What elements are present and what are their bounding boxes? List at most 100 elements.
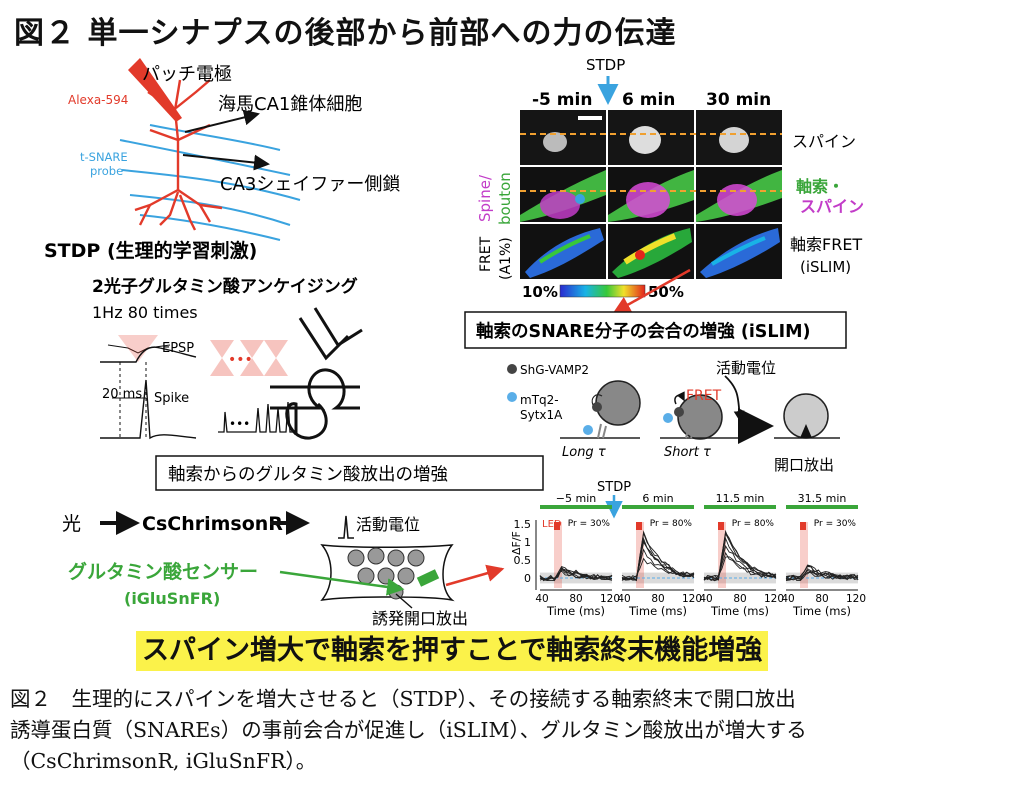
x-tick-label: 120 [682,593,702,605]
caption-line-2: 誘導蛋白質（SNAREs）の事前会合が促進し（iSLIM）、グルタミン酸放出が増… [10,718,807,742]
glutamate-box [155,455,544,491]
ap-trace [338,515,354,539]
panel-pr-label: Pr = 30% [814,519,857,529]
x-tick-label: 120 [764,593,784,605]
release-to-traces-arrow [445,564,505,587]
time-label-1: -5 min [532,90,592,110]
y-tick-label: 1 [524,536,531,549]
uncaging-label: 2光子グルタミン酸アンケイジング [92,276,358,297]
ca3-label: CA3シェイファー側鎖 [220,174,400,195]
y-tick-label: 1.5 [514,518,532,531]
led-marker [718,522,724,530]
axon-fret-label: 軸索FRET [790,235,862,254]
ca3-arrow [182,154,270,171]
spine-row-label-2: スパイン [800,197,864,216]
traces-stdp-label: STDP [597,480,631,495]
ylabel-fret-2: (A1%) [498,237,514,280]
cschrimson-label: CsChrimsonR [142,513,283,535]
led-window [800,522,808,588]
panel-time-label: 11.5 min [716,492,765,505]
ca1-arrow [184,109,260,133]
sytx-label-2: Sytx1A [520,408,563,422]
x-axis-label: Time (ms) [710,604,769,618]
islim-label: (iSLIM) [800,258,851,276]
neuron-schematic [119,58,301,241]
trace-line [621,536,695,582]
pulse-dots: ••• [228,352,253,368]
sensor-arrow [279,570,405,596]
x-tick-label: 40 [535,593,548,605]
sytx-label: mTq2- [520,393,559,407]
ylabel-bouton: bouton [496,172,514,225]
trace-line [785,564,859,581]
stdp-heading: STDP (生理的学習刺激) [44,239,257,262]
x-tick-label: 120 [846,593,866,605]
time-label-3: 30 min [706,90,771,110]
x-tick-label: 80 [733,593,746,605]
x-tick-label: 120 [600,593,620,605]
uncaging-pulses: ••• ••• [210,340,296,433]
x-tick-label: 40 [699,593,712,605]
fret-label: FRET [686,388,722,404]
snare-box [464,311,847,349]
patch-pipette [128,58,182,122]
ylabel-spine: Spine/ [476,174,494,222]
trace-line [703,536,777,582]
light-label: 光 [62,513,81,535]
trace-line [539,566,613,581]
sensor-label: グルタミン酸センサー [68,560,258,583]
alexa-label: Alexa-594 [68,93,128,107]
figure-caption: 図２ 生理的にスパインを増大させると（STDP）、その接続する軸索終末で開口放出… [10,684,1014,777]
trace-line [703,544,777,582]
trace-line [703,551,777,580]
scale-max-label: 50% [648,283,684,301]
spike-dots: ••• [229,417,250,431]
x-axis-label: Time (ms) [792,604,851,618]
spine-row-label: スパイン [792,132,856,151]
trace-line [539,569,613,582]
traces-ylabel: ΔF/F [510,531,523,555]
fret-color-scale [559,284,646,298]
x-tick-label: 40 [617,593,630,605]
evoked-release-label: 誘発開口放出 [372,609,468,628]
scale-min-label: 10% [522,283,558,301]
spike-label: Spike [154,391,189,406]
x-tick-label: 40 [781,593,794,605]
long-tau-label: Long τ [562,445,606,460]
epsp-spike-trace [100,335,197,440]
panel-pr-label: Pr = 80% [732,519,775,529]
x-axis-label: Time (ms) [546,604,605,618]
trace-line [621,539,695,581]
exocytosis-label: 開口放出 [774,456,834,474]
spine-image-row [520,110,782,165]
axon-row-label: 軸索・ [796,177,844,196]
led-window [554,522,562,588]
led-marker [554,522,560,530]
caption-line-1: 図２ 生理的にスパインを増大させると（STDP）、その接続する軸索終末で開口放出 [10,687,796,711]
figure-title: 図２ 単一シナプスの後部から前部への力の伝達 [14,16,677,51]
ms20-label: 20 ms [102,387,142,402]
time-label-2: 6 min [622,90,675,110]
panel-time-label: 31.5 min [798,492,847,505]
frequency-label: 1Hz 80 times [92,303,198,322]
x-tick-label: 80 [569,593,582,605]
pipette-spine-schematic [270,307,363,440]
fret-to-box-arrow [612,268,691,314]
trace-line [785,566,859,580]
panel-pr-label: Pr = 80% [650,519,693,529]
spine-bouton-image-row [520,167,782,222]
short-tau-label: Short τ [664,445,711,460]
panel-time-label: −5 min [556,492,596,505]
snare-box-text: 軸索のSNARE分子の会合の増強 (iSLIM) [476,321,811,342]
snare-action-potential-label: 活動電位 [716,359,776,377]
summary-banner: スパイン増大で軸索を押すことで軸索終末機能増強 [136,631,769,671]
y-tick-label: 0.5 [514,554,532,567]
trace-line [621,531,695,581]
terminal-schematic [320,544,455,609]
patch-electrode-label: パッチ電極 [142,64,232,85]
panel-pr-label: Pr = 30% [568,519,611,529]
fret-image-row [520,224,782,279]
ca1-neuron [134,79,223,231]
tsnare-label-2: probe [90,164,123,178]
